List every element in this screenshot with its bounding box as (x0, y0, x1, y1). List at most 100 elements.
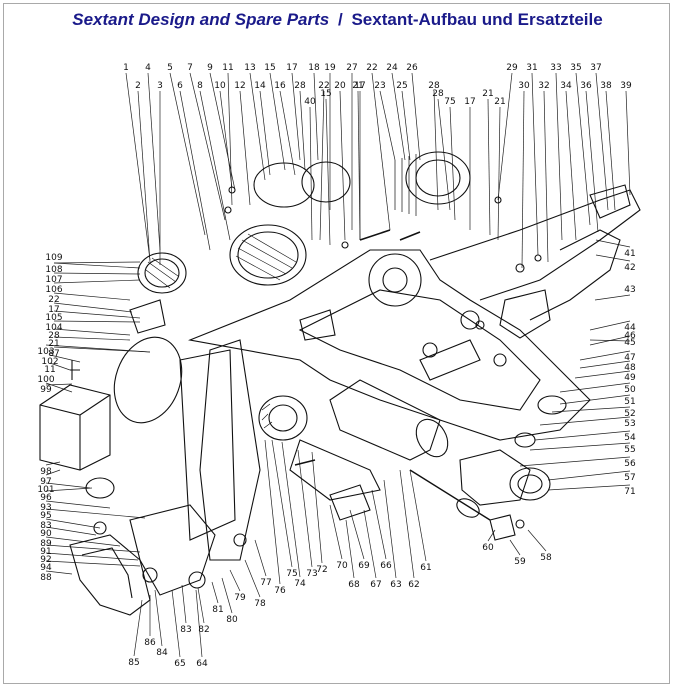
leader-line (534, 430, 631, 441)
leader-line (271, 439, 293, 568)
leader-line (589, 320, 631, 331)
leader-line (585, 90, 599, 233)
part-number-label: 14 (254, 81, 266, 91)
shade-glass (144, 258, 180, 288)
part-number-label: 71 (624, 487, 635, 497)
diagram-title: Sextant Design and Spare Parts / Sextant… (0, 10, 675, 30)
screw-11-left (70, 360, 80, 380)
leader-line (197, 587, 205, 624)
leader-line (125, 72, 151, 261)
part-number-label: 22 (366, 63, 377, 73)
part-number-label: 92 (40, 555, 51, 565)
leader-line (45, 487, 93, 492)
leader-line (559, 394, 631, 405)
part-number-label: 28 (294, 81, 306, 91)
micrometer-drum (258, 395, 308, 441)
part-number-label: 55 (624, 445, 635, 455)
leader-line (137, 90, 151, 263)
part-number-label: 41 (624, 249, 635, 259)
frame-arm-right (529, 229, 621, 321)
part-number-label: 67 (370, 580, 381, 590)
leader-line (181, 584, 187, 624)
leader-line (211, 581, 219, 604)
washer-30 (475, 320, 485, 330)
part-number-label: 73 (306, 569, 317, 579)
leader-line (349, 509, 365, 560)
part-number-label: 45 (624, 338, 635, 348)
part-number-label: 96 (40, 493, 52, 503)
part-number-label: 83 (40, 521, 51, 531)
leader-line (531, 72, 539, 256)
part-number-label: 28 (428, 81, 440, 91)
part-number-label: 28 (48, 331, 60, 341)
leader-line (401, 90, 411, 161)
part-number-label: 51 (624, 397, 635, 407)
part-number-label: 38 (600, 81, 612, 91)
part-number-label: 54 (624, 433, 636, 443)
part-number-label: 12 (234, 81, 245, 91)
part-number-label: 15 (320, 89, 331, 99)
bracket-39 (589, 184, 631, 219)
leader-line (171, 589, 181, 658)
part-number-label: 43 (624, 285, 635, 295)
worm-shaft (409, 469, 491, 521)
part-number-label: 72 (316, 565, 327, 575)
part-number-label: 10 (214, 81, 226, 91)
leader-line (244, 559, 261, 598)
part-number-label: 8 (197, 81, 203, 91)
telescope-tube (329, 379, 441, 461)
leader-line (555, 72, 563, 241)
leader-line (264, 439, 281, 585)
telescope-eyepiece-end (415, 418, 449, 458)
part-number-label: 107 (45, 275, 62, 285)
part-number-label: 5 (167, 63, 173, 73)
part-number-label: 23 (374, 81, 385, 91)
clamp-knob-face (509, 467, 551, 501)
leader-line (45, 526, 97, 536)
shade-glass-hatch (145, 257, 179, 289)
leader-line (594, 294, 631, 301)
part-number-label: 68 (348, 580, 360, 590)
leader-lines (45, 72, 631, 658)
part-number-label: 91 (40, 547, 51, 557)
leader-line (53, 272, 141, 275)
part-number-label: 98 (40, 467, 52, 477)
part-number-label: 104 (45, 323, 62, 333)
part-number-label: 64 (196, 659, 208, 669)
leader-line (53, 292, 131, 301)
leader-line (53, 336, 131, 341)
leader-line (605, 90, 616, 211)
part-number-label: 24 (386, 63, 398, 73)
part-number-label: 90 (40, 529, 52, 539)
shade-glass-holder (137, 252, 187, 294)
leader-line (329, 504, 343, 560)
part-number-label: 3 (157, 81, 163, 91)
leader-line (53, 346, 151, 353)
part-number-label: 76 (274, 586, 286, 596)
part-number-label: 11 (44, 365, 55, 375)
part-number-label: 75 (444, 97, 455, 107)
leader-line (53, 261, 141, 264)
part-number-label: 17 (464, 97, 475, 107)
leader-line (45, 518, 101, 529)
leader-line (254, 539, 267, 577)
index-mirror-hatch (235, 233, 297, 281)
part-number-label: 50 (624, 385, 636, 395)
leader-line (53, 262, 141, 269)
part-number-label: 108 (45, 265, 62, 275)
index-mirror-glass (237, 231, 299, 279)
part-number-label: 35 (570, 63, 581, 73)
part-number-label: 59 (514, 557, 526, 567)
part-number-label: 27 (346, 63, 357, 73)
part-number-label: 81 (212, 605, 223, 615)
pivot-block (299, 309, 336, 341)
part-number-label: 21 (494, 97, 505, 107)
part-number-label: 34 (560, 81, 572, 91)
part-number-label: 85 (128, 658, 139, 668)
part-number-label: 40 (304, 97, 316, 107)
part-number-label: 53 (624, 419, 635, 429)
leader-line (527, 529, 547, 552)
bushing-83 (93, 521, 107, 535)
screw-58 (515, 519, 525, 529)
part-number-label: 109 (45, 253, 62, 263)
